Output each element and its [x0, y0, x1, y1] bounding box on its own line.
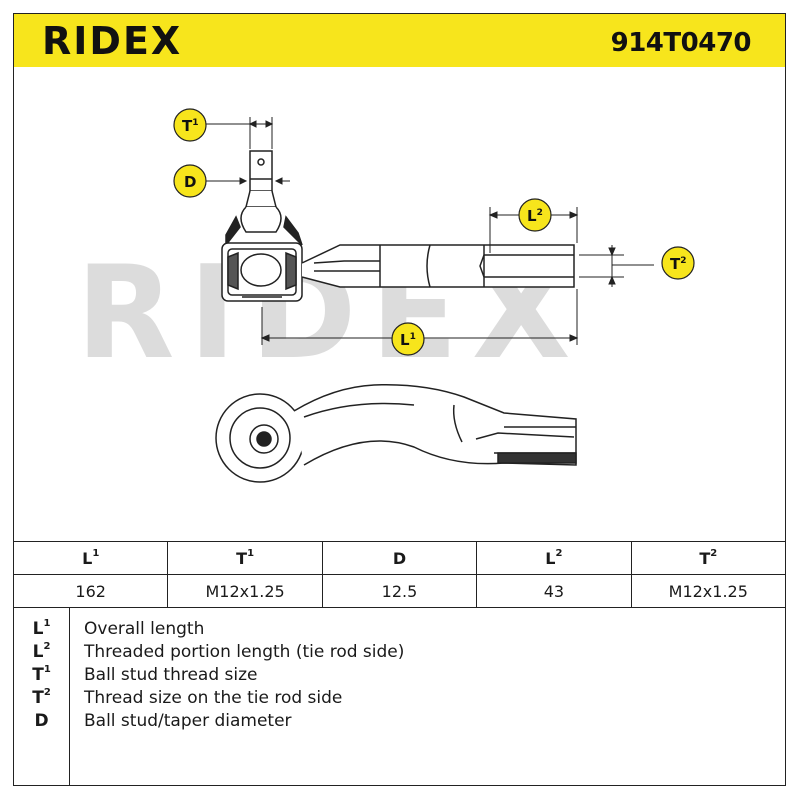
legend-description: Thread size on the tie rod side — [84, 688, 343, 708]
specs-table: L1 T1 D L2 T2 162 M12x1.25 12.5 43 M12x1… — [12, 541, 787, 608]
legend-item: D Ball stud/taper diameter — [14, 711, 785, 733]
specs-value-row: 162 M12x1.25 12.5 43 M12x1.25 — [12, 574, 787, 608]
value-t2: M12x1.25 — [630, 574, 787, 608]
label-t2: T2 — [661, 246, 695, 280]
label-t1: T1 — [173, 108, 207, 142]
svg-text:T1: T1 — [182, 117, 199, 135]
legend-item: T2 Thread size on the tie rod side — [14, 687, 785, 710]
value-l2: 43 — [476, 574, 632, 608]
legend-key: T2 — [32, 687, 51, 708]
tie-rod-end-top-view — [221, 150, 575, 302]
svg-text:D: D — [184, 173, 196, 191]
header-l1: L1 — [12, 541, 169, 575]
legend-key: T1 — [32, 664, 51, 685]
header-bar: RIDEX 914T0470 — [13, 13, 786, 67]
legend-key: D — [34, 711, 49, 731]
specs-header-row: L1 T1 D L2 T2 — [12, 541, 787, 575]
legend-divider — [69, 607, 70, 785]
legend-item: T1 Ball stud thread size — [14, 664, 785, 687]
value-l1: 162 — [12, 574, 169, 608]
part-number: 914T0470 — [610, 28, 752, 58]
svg-text:T2: T2 — [670, 255, 687, 273]
legend-description: Overall length — [84, 619, 205, 639]
header-t2: T2 — [630, 541, 787, 575]
technical-drawing: RIDEX — [76, 108, 695, 483]
svg-text:RIDEX: RIDEX — [42, 22, 182, 60]
header-l2: L2 — [476, 541, 632, 575]
legend-key: L2 — [32, 641, 51, 662]
label-d: D — [173, 164, 207, 198]
legend-item: L2 Threaded portion length (tie rod side… — [14, 641, 785, 664]
legend-description: Ball stud thread size — [84, 665, 258, 685]
value-d: 12.5 — [321, 574, 478, 608]
brand-logo: RIDEX — [42, 19, 212, 64]
value-t1: M12x1.25 — [167, 574, 323, 608]
label-l2: L2 — [518, 198, 552, 232]
legend-key: L1 — [32, 618, 51, 639]
legend-description: Threaded portion length (tie rod side) — [84, 642, 405, 662]
header-t1: T1 — [167, 541, 323, 575]
tie-rod-end-side-view — [215, 384, 577, 483]
svg-text:L2: L2 — [527, 207, 543, 225]
legend-description: Ball stud/taper diameter — [84, 711, 292, 731]
svg-text:L1: L1 — [400, 331, 416, 349]
legend-item: L1 Overall length — [14, 618, 785, 641]
label-l1: L1 — [391, 322, 425, 356]
header-d: D — [321, 541, 478, 575]
legend: L1 Overall length L2 Threaded portion le… — [13, 607, 786, 786]
